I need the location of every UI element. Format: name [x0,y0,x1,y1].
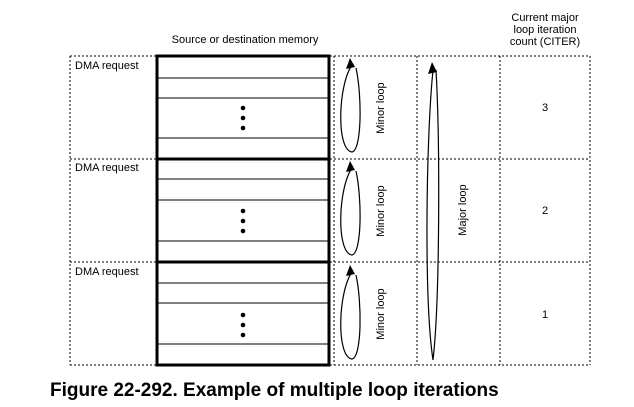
dma-request-label-2: DMA request [75,162,139,174]
ellipsis-dots [240,105,246,338]
citer-header-line2: loop iteration [513,24,577,36]
citer-header: Current major loop iteration count (CITE… [500,12,590,48]
minor-loop-label-2: Minor loop [375,185,387,237]
figure-caption: Figure 22-292. Example of multiple loop … [50,380,499,401]
dma-request-label-1: DMA request [75,60,139,72]
citer-header-line3: count (CITER) [509,36,581,48]
minor-loop-arrows [340,64,361,360]
citer-header-line1: Current major [511,12,579,24]
major-loop-arrow [426,62,440,361]
minor-loop-arrowheads [346,58,355,276]
memory-blocks [155,54,331,367]
citer-value-2: 2 [541,205,549,217]
memory-header: Source or destination memory [171,34,319,46]
citer-value-3: 1 [541,309,549,321]
major-loop-label: Major loop [457,184,469,236]
citer-value-1: 3 [541,102,549,114]
dma-request-label-3: DMA request [75,266,139,278]
minor-loop-label-3: Minor loop [375,288,387,340]
minor-loop-label-1: Minor loop [375,82,387,134]
